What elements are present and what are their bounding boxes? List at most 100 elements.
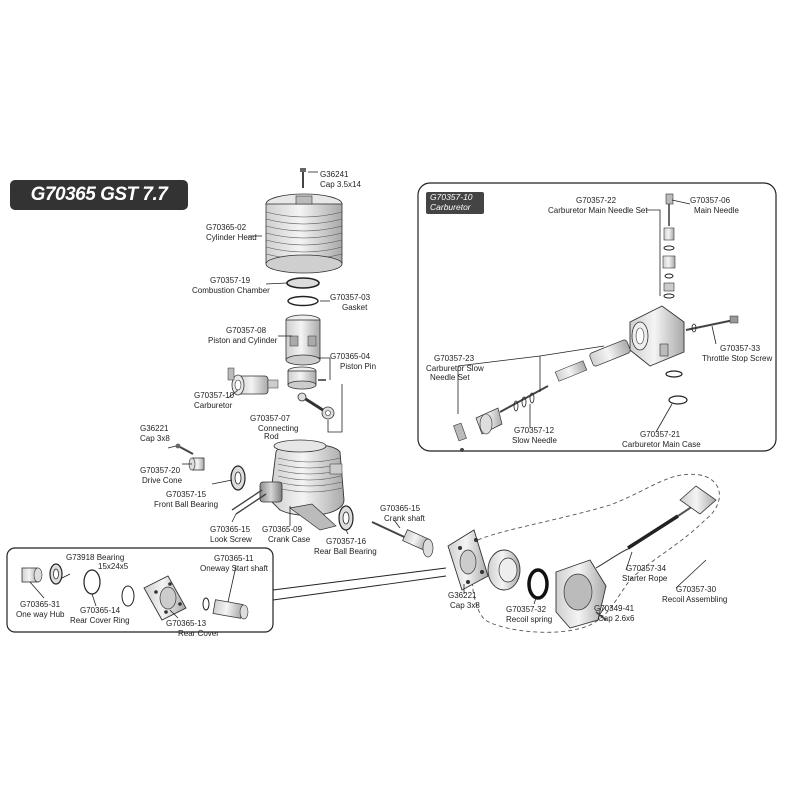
rear-cover-part bbox=[143, 575, 187, 621]
main-needle-part bbox=[663, 193, 675, 241]
inset-name: Carburetor bbox=[430, 202, 471, 212]
svg-text:G70357-33: G70357-33 bbox=[720, 344, 761, 353]
svg-text:Carburetor Slow: Carburetor Slow bbox=[426, 364, 484, 373]
cap-screw-left bbox=[175, 443, 194, 455]
oneway-start-shaft-part bbox=[202, 597, 249, 620]
crank-case-part bbox=[259, 439, 345, 531]
recoil-cover-part bbox=[555, 559, 607, 629]
svg-text:Cap 3x8: Cap 3x8 bbox=[450, 601, 480, 610]
svg-text:Carburetor Main Needle Set: Carburetor Main Needle Set bbox=[548, 206, 648, 215]
svg-text:Look Screw: Look Screw bbox=[210, 535, 252, 544]
connecting-rod-part bbox=[297, 392, 335, 420]
svg-text:G70365-14: G70365-14 bbox=[80, 606, 121, 615]
svg-text:G70357-16: G70357-16 bbox=[326, 537, 367, 546]
svg-text:G70357-12: G70357-12 bbox=[514, 426, 555, 435]
svg-text:Throttle Stop Screw: Throttle Stop Screw bbox=[702, 354, 772, 363]
rear-cover-ring-part bbox=[83, 569, 135, 607]
svg-text:G70357-07: G70357-07 bbox=[250, 414, 291, 423]
svg-text:G70365-02: G70365-02 bbox=[206, 223, 247, 232]
slow-needle-set-part bbox=[554, 339, 631, 382]
cap-screw-top bbox=[300, 168, 306, 188]
svg-text:G70349-41: G70349-41 bbox=[594, 604, 635, 613]
svg-text:G70357-21: G70357-21 bbox=[640, 430, 681, 439]
look-screws-part bbox=[231, 489, 267, 515]
svg-text:Rear Ball Bearing: Rear Ball Bearing bbox=[314, 547, 377, 556]
svg-text:Connecting: Connecting bbox=[258, 424, 298, 433]
svg-text:Piston and Cylinder: Piston and Cylinder bbox=[208, 336, 278, 345]
svg-text:G70357-19: G70357-19 bbox=[210, 276, 251, 285]
rear-cover-plate-part bbox=[447, 529, 489, 591]
svg-text:Cylinder Head: Cylinder Head bbox=[206, 233, 257, 242]
svg-text:G70357-10: G70357-10 bbox=[194, 391, 235, 400]
svg-text:Combustion Chamber: Combustion Chamber bbox=[192, 286, 270, 295]
svg-text:G70365-11: G70365-11 bbox=[214, 554, 254, 563]
bearing-15x24x5-part bbox=[49, 563, 63, 585]
svg-text:Recoil Assembling: Recoil Assembling bbox=[662, 595, 727, 604]
svg-text:G70365-31: G70365-31 bbox=[20, 600, 61, 609]
svg-text:Rear Cover Ring: Rear Cover Ring bbox=[70, 616, 130, 625]
front-ball-bearing-part bbox=[230, 465, 246, 491]
svg-text:G70357-08: G70357-08 bbox=[226, 326, 267, 335]
svg-text:G70357-30: G70357-30 bbox=[676, 585, 717, 594]
svg-text:Starter Rope: Starter Rope bbox=[622, 574, 668, 583]
svg-text:Carburetor: Carburetor bbox=[194, 401, 233, 410]
svg-text:Recoil spring: Recoil spring bbox=[506, 615, 552, 624]
combustion-chamber-part bbox=[286, 277, 320, 289]
svg-text:Oneway Start shaft: Oneway Start shaft bbox=[200, 564, 269, 573]
leader-lines bbox=[29, 171, 717, 619]
carburetor-inset-banner: G70357-10 Carburetor bbox=[426, 192, 484, 214]
svg-text:Piston Pin: Piston Pin bbox=[340, 362, 376, 371]
svg-text:G70365-09: G70365-09 bbox=[262, 525, 303, 534]
title-banner bbox=[10, 180, 188, 210]
svg-text:G36221: G36221 bbox=[448, 591, 477, 600]
svg-text:G70357-22: G70357-22 bbox=[576, 196, 617, 205]
svg-text:Front Ball Bearing: Front Ball Bearing bbox=[154, 500, 218, 509]
drive-cone-part bbox=[188, 457, 205, 471]
piston-cylinder-part bbox=[285, 314, 321, 366]
carburetor-main-case-part bbox=[629, 305, 688, 405]
carburetor-inset-frame bbox=[417, 182, 777, 452]
svg-text:Slow Needle: Slow Needle bbox=[512, 436, 557, 445]
svg-text:G70365-13: G70365-13 bbox=[166, 619, 207, 628]
svg-text:G70357-03: G70357-03 bbox=[330, 293, 371, 302]
inset-code: G70357-10 bbox=[430, 192, 473, 202]
crank-shaft-part bbox=[371, 521, 434, 558]
cylinder-head-part bbox=[265, 193, 343, 274]
svg-text:15x24x5: 15x24x5 bbox=[98, 562, 129, 571]
svg-text:Main Needle: Main Needle bbox=[694, 206, 739, 215]
piston-part bbox=[287, 366, 326, 390]
svg-text:G70357-06: G70357-06 bbox=[690, 196, 731, 205]
svg-text:Gasket: Gasket bbox=[342, 303, 368, 312]
svg-text:Cap 3.5x14: Cap 3.5x14 bbox=[320, 180, 361, 189]
svg-text:G70365-04: G70365-04 bbox=[330, 352, 371, 361]
svg-text:G70357-23: G70357-23 bbox=[434, 354, 475, 363]
svg-text:G70357-20: G70357-20 bbox=[140, 466, 181, 475]
svg-text:Carburetor Main Case: Carburetor Main Case bbox=[622, 440, 701, 449]
rear-cover-inset-frame bbox=[6, 547, 447, 633]
recoil-housing-part bbox=[487, 549, 521, 591]
svg-text:G70365-15: G70365-15 bbox=[210, 525, 251, 534]
svg-text:Crank shaft: Crank shaft bbox=[384, 514, 426, 523]
